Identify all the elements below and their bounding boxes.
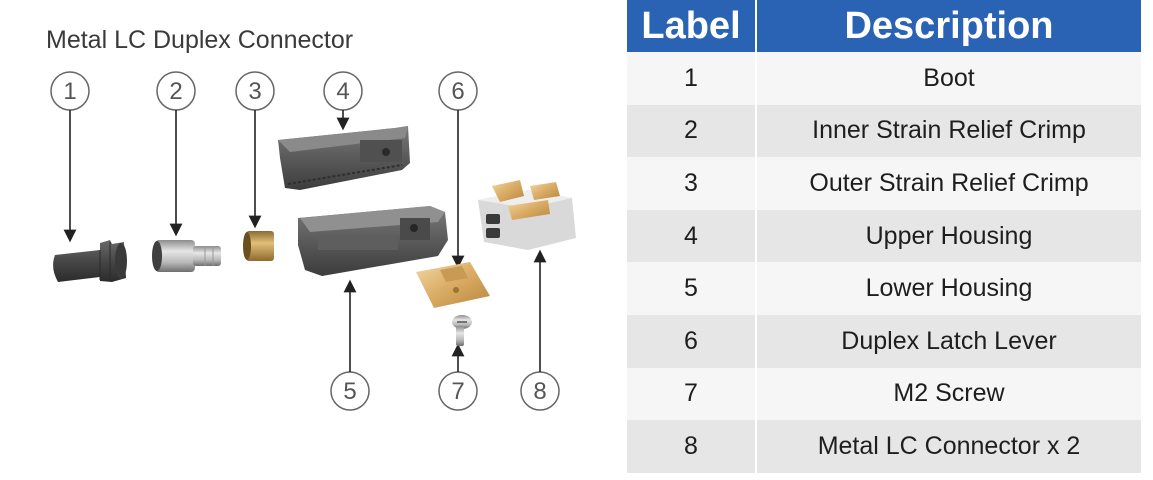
outer-crimp-part <box>243 231 274 261</box>
row-label: 5 <box>627 262 757 315</box>
table-row: 4 Upper Housing <box>627 209 1141 263</box>
svg-text:8: 8 <box>533 378 546 405</box>
row-label: 6 <box>627 314 757 368</box>
svg-text:5: 5 <box>343 378 356 405</box>
svg-text:6: 6 <box>451 78 464 105</box>
row-description: Upper Housing <box>756 209 1141 263</box>
callout-1: 1 <box>50 71 90 111</box>
callout-3: 3 <box>235 71 275 111</box>
row-label: 7 <box>627 367 757 421</box>
row-description: Boot <box>756 52 1141 105</box>
table-row: 2 Inner Strain Relief Crimp <box>627 104 1141 158</box>
row-label: 8 <box>627 420 757 473</box>
lc-connector-part <box>478 180 576 250</box>
svg-text:2: 2 <box>169 78 182 105</box>
description-column-header: Description <box>756 0 1141 52</box>
row-description: Duplex Latch Lever <box>756 314 1141 368</box>
row-description: M2 Screw <box>756 367 1141 421</box>
label-column-header: Label <box>627 0 757 52</box>
parts-illustration: 1 2 3 4 6 5 7 8 <box>50 71 576 411</box>
svg-text:7: 7 <box>451 378 464 405</box>
row-label: 4 <box>627 209 757 263</box>
leader-lines <box>63 110 547 372</box>
row-description: Outer Strain Relief Crimp <box>756 157 1141 210</box>
table-row: 6 Duplex Latch Lever <box>627 314 1141 368</box>
diagram-title: Metal LC Duplex Connector <box>46 26 354 54</box>
table-row: 3 Outer Strain Relief Crimp <box>627 157 1141 210</box>
upper-housing-part <box>278 126 410 190</box>
svg-text:1: 1 <box>63 78 76 105</box>
row-description: Metal LC Connector x 2 <box>756 420 1141 473</box>
row-label: 2 <box>627 104 757 158</box>
callout-2: 2 <box>156 71 196 111</box>
lower-housing-part <box>298 206 448 276</box>
callout-7: 7 <box>438 371 478 411</box>
callout-6: 6 <box>438 71 478 111</box>
table-row: 5 Lower Housing <box>627 262 1141 315</box>
legend-header-row: Label Description <box>627 0 1141 52</box>
latch-lever-part <box>416 262 490 308</box>
svg-text:3: 3 <box>248 78 261 105</box>
svg-text:4: 4 <box>336 78 349 105</box>
row-label: 3 <box>627 157 757 210</box>
table-row: 8 Metal LC Connector x 2 <box>627 420 1141 473</box>
inner-crimp-part <box>152 240 221 272</box>
row-description: Lower Housing <box>756 262 1141 315</box>
table-row: 1 Boot <box>627 52 1141 105</box>
boot-part <box>53 240 127 282</box>
callout-4: 4 <box>323 71 363 111</box>
callout-8: 8 <box>520 371 560 411</box>
parts-legend-table: Label Description 1 Boot 2 Inner Strain … <box>627 0 1141 473</box>
row-label: 1 <box>627 52 757 105</box>
table-row: 7 M2 Screw <box>627 367 1141 421</box>
row-description: Inner Strain Relief Crimp <box>756 104 1141 158</box>
callout-5: 5 <box>330 371 370 411</box>
exploded-diagram: Metal LC Duplex Connector <box>46 26 576 411</box>
screw-part <box>452 315 472 346</box>
